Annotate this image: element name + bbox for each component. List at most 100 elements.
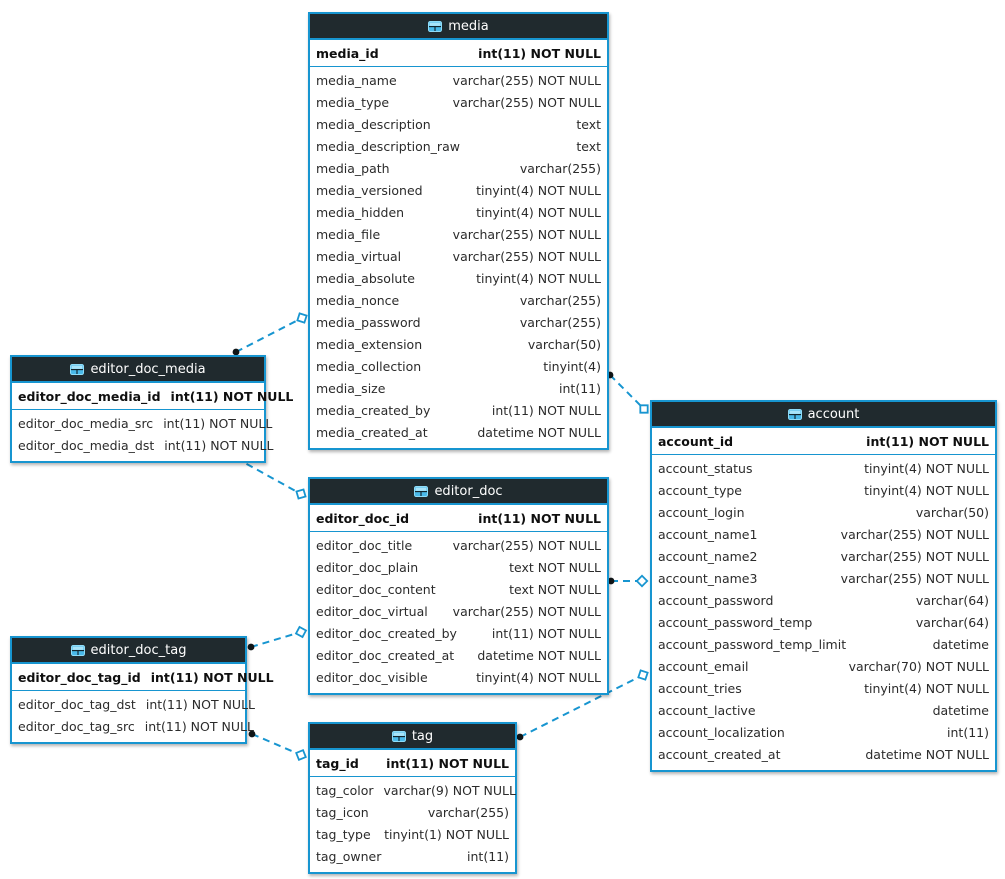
field-name: account_created_at [658, 747, 781, 762]
field-type: int(11) NOT NULL [145, 697, 255, 712]
relationship-connector-editor_doc_media-to-media[interactable] [235, 317, 303, 353]
field-type: int(11) NOT NULL [164, 438, 274, 453]
field-type: text [576, 139, 601, 154]
table-header[interactable]: editor_doc_media [12, 357, 264, 383]
table-header[interactable]: tag [310, 724, 515, 750]
field-type: tinyint(4) NOT NULL [476, 205, 601, 220]
field-type: varchar(50) [527, 337, 601, 352]
field-name: media_versioned [316, 183, 423, 198]
field-name: account_status [658, 461, 753, 476]
field-name: editor_doc_visible [316, 670, 428, 685]
table-header[interactable]: account [652, 402, 995, 428]
field-name: account_password_temp_limit [658, 637, 847, 652]
field-name: media_description [316, 117, 431, 132]
connector-diamond-endpoint [295, 749, 307, 761]
relationship-connector-editor_doc_tag-to-tag[interactable] [251, 733, 302, 756]
connector-diamond-endpoint [635, 574, 649, 588]
table-header[interactable]: media [310, 14, 607, 40]
table-icon [787, 408, 802, 420]
relationship-connector-media-to-account[interactable] [609, 374, 645, 410]
relationship-connector-editor_doc_media-to-editor_doc[interactable] [235, 457, 302, 495]
field-type: tinyint(4) [543, 359, 601, 374]
table-title: editor_doc_media [90, 361, 206, 377]
field-type: datetime NOT NULL [477, 648, 601, 663]
field-type: int(11) NOT NULL [144, 719, 254, 734]
table-title: media [448, 18, 489, 34]
field-name: media_type [316, 95, 390, 110]
field-type: int(11) NOT NULL [150, 670, 274, 685]
table-icon [391, 730, 406, 742]
table-title: tag [411, 728, 434, 744]
field-type: varchar(255) [519, 315, 601, 330]
relationship-connector-tag-to-account[interactable] [519, 674, 644, 738]
field-type: int(11) NOT NULL [386, 756, 509, 771]
relationship-connector-editor_doc_tag-to-editor_doc[interactable] [250, 631, 302, 648]
table-header[interactable]: editor_doc_tag [12, 638, 245, 664]
field-type: varchar(255) NOT NULL [452, 604, 601, 619]
field-name: editor_doc_title [316, 538, 413, 553]
table-header[interactable]: editor_doc [310, 479, 607, 505]
